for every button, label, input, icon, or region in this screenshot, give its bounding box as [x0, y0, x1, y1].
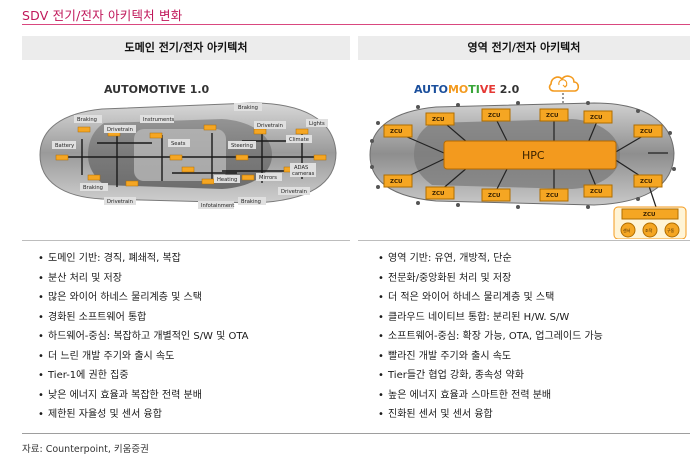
zcu-label: ZCU: [590, 115, 603, 121]
label-braking-left: Braking: [77, 117, 97, 123]
list-item: •전문화/중앙화된 처리 및 저장: [378, 272, 512, 284]
zcu-label: ZCU: [488, 113, 501, 119]
list-item: •영역 기반: 유연, 개방적, 단순: [378, 253, 512, 264]
right-column-header: 영역 전기/전자 아키텍처: [358, 36, 690, 60]
label-climate: Climate: [289, 137, 309, 143]
label-drivetrain-lowright: Drivetrain: [281, 189, 307, 195]
hpc-block: [443, 140, 617, 170]
list-item: •도메인 기반: 경직, 폐쇄적, 복잡: [38, 253, 181, 264]
zcu-label: ZCU: [640, 129, 653, 135]
automotive-1-title: AUTOMOTIVE 1.0: [104, 83, 210, 96]
list-item: •Tier들간 협업 강화, 종속성 약화: [378, 370, 524, 381]
automotive-1-diagram: AUTOMOTIVE 1.0: [22, 63, 350, 239]
list-item: •더 느린 개발 주기와 출시 속도: [38, 350, 175, 362]
list-item: •낮은 에너지 효율과 복잡한 전력 분배: [38, 389, 202, 401]
label-braking-low: Braking: [83, 185, 103, 191]
zcu-label: ZCU: [390, 129, 403, 135]
list-item: •높은 에너지 효율과 스마트한 전력 분배: [378, 389, 552, 401]
label-cameras: cameras: [292, 171, 315, 177]
source-note: 자료: Counterpoint, 키움증권: [22, 444, 149, 455]
sensor-label: 센서: [623, 227, 631, 233]
list-item: •클라우드 네이티브 통합: 분리된 H/W. S/W: [378, 311, 570, 323]
label-infotainment: Infotainment: [201, 203, 234, 209]
zcu-label: ZCU: [432, 191, 445, 197]
sensor-nodes: [370, 101, 676, 209]
label-battery: Battery: [55, 143, 74, 149]
label-adas: ADAS: [294, 165, 308, 171]
footer-divider: [22, 433, 690, 434]
right-bullet-list: •영역 기반: 유연, 개방적, 단순 •전문화/중앙화된 처리 및 저장 •더…: [378, 249, 688, 425]
list-item: •더 적은 와이어 하네스 물리계층 및 스택: [378, 292, 555, 303]
zcu-sensor-circles: 센서 조작 구동: [620, 222, 680, 238]
right-separator: [358, 240, 690, 241]
zcu-detail-label: ZCU: [643, 212, 656, 218]
left-bullet-list: •도메인 기반: 경직, 폐쇄적, 복잡 •분산 처리 및 저장 •많은 와이어…: [38, 249, 348, 425]
label-drivetrain-top: Drivetrain: [107, 127, 133, 133]
label-braking-bottom: Braking: [241, 199, 261, 205]
left-column-header: 도메인 전기/전자 아키텍처: [22, 36, 350, 60]
list-item: •Tier-1에 권한 집중: [38, 370, 129, 381]
label-lights: Lights: [309, 121, 325, 127]
zcu-label: ZCU: [546, 113, 559, 119]
list-item: •빨라진 개발 주기와 출시 속도: [378, 350, 512, 362]
zcu-label: ZCU: [546, 193, 559, 199]
label-drivetrain-low: Drivetrain: [107, 199, 133, 205]
list-item: •제한된 자율성 및 센서 융합: [38, 409, 162, 420]
hpc-label: HPC: [522, 149, 545, 162]
label-mirrors: Mirrors: [259, 175, 277, 181]
zcu-label: ZCU: [390, 179, 403, 185]
list-item: •소프트웨어-중심: 확장 가능, OTA, 업그레이드 가능: [378, 331, 603, 342]
list-item: •진화된 센서 및 센서 융합: [378, 409, 493, 420]
zcu-label: ZCU: [432, 117, 445, 123]
zcu-label: ZCU: [640, 179, 653, 185]
actuator-label: 조작: [645, 227, 653, 233]
label-seats: Seats: [171, 141, 186, 147]
label-heating: Heating: [217, 177, 237, 183]
label-steering: Steering: [231, 143, 253, 149]
zcu-label: ZCU: [488, 193, 501, 199]
zcu-blocks: ZCU ZCU ZCU ZCU ZCU ZCU ZCU ZCU ZCU ZCU …: [383, 108, 663, 202]
list-item: •분산 처리 및 저장: [38, 272, 122, 284]
zcu-label: ZCU: [590, 189, 603, 195]
page-title: SDV 전기/전자 아키텍처 변화: [22, 8, 183, 23]
label-braking-top: Braking: [238, 105, 258, 111]
list-item: •경화된 소프트웨어 통합: [38, 311, 147, 323]
drive-label: 구동: [667, 228, 675, 233]
title-underline: [22, 24, 690, 25]
left-separator: [22, 240, 350, 241]
list-item: •많은 와이어 하네스 물리계층 및 스택: [38, 292, 202, 303]
label-drivetrain-right: Drivetrain: [257, 123, 283, 129]
automotive-2-title: AUTOMOTIVE 2.0: [414, 83, 520, 96]
automotive-2-diagram: AUTOMOTIVE 2.0 H: [358, 63, 690, 240]
label-instruments: Instruments: [143, 117, 175, 123]
list-item: •하드웨어-중심: 복잡하고 개별적인 S/W 및 OTA: [38, 331, 249, 342]
